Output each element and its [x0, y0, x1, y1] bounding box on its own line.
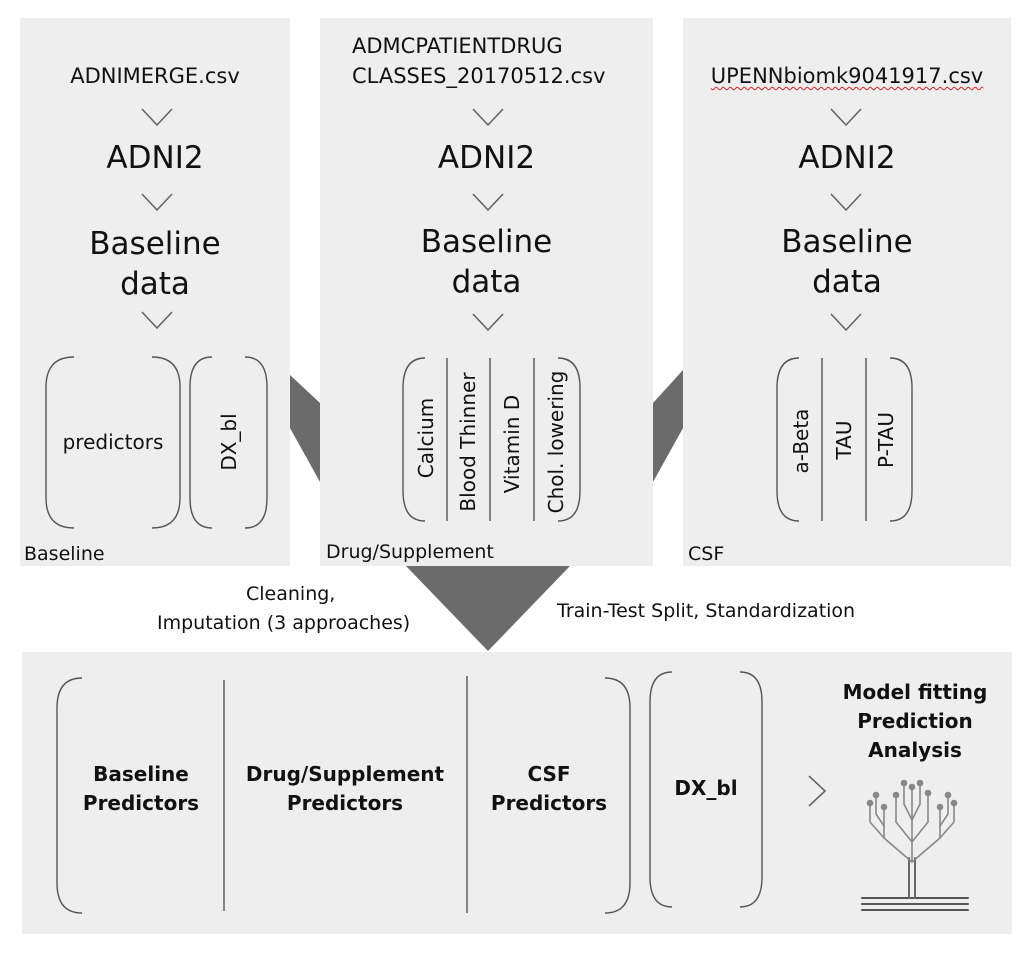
drug-phase-label: ADNI2 [437, 140, 536, 176]
baseline-data-label-line2: data [120, 266, 190, 302]
drug-source-file-line2: CLASSES_20170512.csv [352, 64, 606, 88]
csf-phase-label: ADNI2 [798, 140, 896, 176]
chevron-down-icon [141, 311, 173, 330]
chevron-down-icon [472, 108, 504, 127]
baseline-predictors-line2: Predictors [82, 791, 200, 815]
drug-source-file-line1: ADMCPATIENTDRUG [352, 34, 563, 58]
funnel-down-arrow [406, 566, 570, 651]
model-fitting-line: Model fitting [842, 680, 988, 704]
imputation-annotation: Imputation (3 approaches) [157, 612, 411, 634]
csf-predictors-line2: Predictors [490, 791, 608, 815]
csf-predictors-line1: CSF [527, 762, 571, 786]
drug-supplement-panel [320, 18, 653, 566]
drug-data-label-line1: Baseline [420, 224, 553, 260]
chevron-down-icon [472, 313, 504, 332]
funnel-connector-left [290, 375, 320, 482]
drug-supplement-predictors-line1: Drug/Supplement [245, 762, 445, 786]
baseline-phase-label: ADNI2 [106, 140, 204, 176]
baseline-predictors-label: Baseline Predictors [60, 760, 222, 818]
predictors-item: predictors [62, 430, 164, 454]
decision-tree-icon [861, 779, 969, 911]
split-standardization-annotation: Train-Test Split, Standardization [557, 600, 856, 622]
drug-data-label-line2: data [451, 264, 522, 300]
dx-bl-item: DX_bl [217, 413, 241, 471]
chevron-down-icon [830, 108, 862, 127]
drug-supplement-predictors-label: Drug/Supplement Predictors [226, 760, 464, 818]
combined-data-panel [22, 652, 1012, 934]
dx-bl-bracket [189, 356, 268, 529]
chevron-down-icon [830, 193, 862, 212]
chol-lowering-item: Chol. lowering [544, 370, 568, 514]
chevron-down-icon [472, 193, 504, 212]
funnel-connector-right [653, 370, 683, 482]
csf-panel [683, 18, 1011, 566]
analysis-line: Analysis [868, 738, 962, 762]
drug-supplement-predictors-line2: Predictors [286, 791, 404, 815]
model-fitting-label: Model fitting Prediction Analysis [826, 678, 1004, 765]
chevron-down-icon [830, 313, 862, 332]
blood-thinner-item: Blood Thinner [456, 372, 480, 512]
cleaning-annotation: Cleaning, [246, 583, 336, 605]
a-beta-item: a-Beta [789, 408, 813, 474]
csf-predictors-label: CSF Predictors [469, 760, 629, 818]
p-tau-item: P-TAU [874, 412, 898, 468]
combined-predictors-bracket [56, 676, 631, 914]
baseline-panel-label: Baseline [24, 543, 105, 565]
chevron-down-icon [141, 193, 173, 212]
prediction-line: Prediction [857, 709, 973, 733]
csf-panel-label: CSF [688, 543, 725, 565]
baseline-source-file: ADNIMERGE.csv [70, 64, 240, 88]
chevron-down-icon [141, 108, 173, 127]
baseline-data-label-line1: Baseline [89, 226, 221, 262]
dx-bl-target-label: DX_bl [674, 776, 738, 800]
chevron-right-icon [808, 775, 827, 807]
drug-items-bracket [402, 357, 581, 522]
tau-item: TAU [832, 420, 856, 460]
predictors-bracket [45, 356, 181, 529]
csf-source-file: UPENNbiomk9041917.csv [683, 64, 1011, 88]
calcium-item: Calcium [414, 397, 438, 479]
drug-supplement-panel-label: Drug/Supplement [326, 541, 494, 563]
vitamin-d-item: Vitamin D [500, 394, 524, 494]
csf-source-file-text: UPENNbiomk9041917.csv [710, 64, 984, 88]
target-bracket [649, 671, 763, 908]
csf-data-label-line1: Baseline [781, 224, 913, 260]
baseline-predictors-line1: Baseline [93, 762, 189, 786]
baseline-panel [20, 18, 290, 566]
csf-items-bracket [776, 357, 913, 522]
csf-data-label-line2: data [812, 264, 882, 300]
